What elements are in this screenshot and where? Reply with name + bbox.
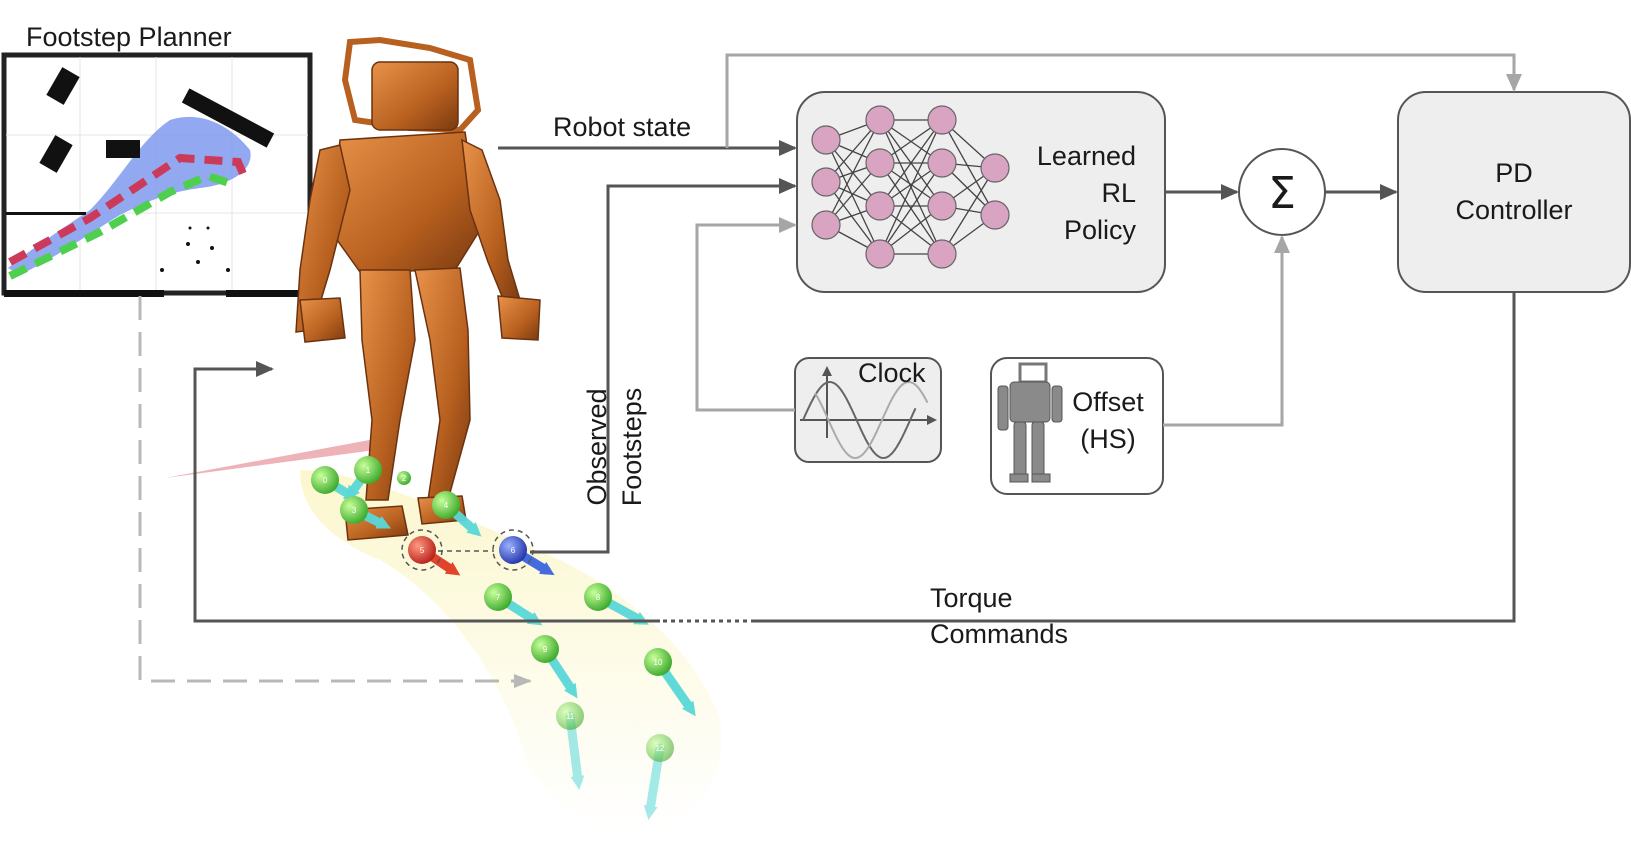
- offset-to-sum-arrow: [1163, 235, 1290, 427]
- nn-neuron-2-0: [927, 105, 957, 135]
- policy-label: Learned RL Policy: [1026, 138, 1136, 249]
- robot-torso: [329, 131, 481, 273]
- observed-line1: Observed: [582, 388, 612, 506]
- footstep-number-8: 8: [596, 593, 601, 602]
- footstep-number-5: 5: [420, 546, 425, 555]
- signal-edges: [138, 53, 1522, 688]
- footstep-marker-0: [311, 466, 339, 494]
- footstep-number-6: 6: [511, 546, 516, 555]
- robot-state-label: Robot state: [553, 112, 692, 142]
- torque-commands-label: Torque Commands: [930, 580, 1068, 652]
- pd-label-line1: PD: [1495, 158, 1533, 188]
- nn-neuron-3-1: [980, 200, 1010, 230]
- planner-obstacles: [4, 67, 310, 297]
- footstep-number-10: 10: [654, 658, 663, 667]
- pd-label-line2: Controller: [1455, 195, 1573, 225]
- footstep-marker-5: [408, 536, 436, 564]
- footstep-marker-3: [340, 496, 368, 524]
- heading-ray: [165, 438, 390, 478]
- footstep-marker-11: [556, 702, 584, 730]
- nn-neuron-0-2: [811, 210, 841, 240]
- nn-neuron-2-1: [927, 148, 957, 178]
- robot-right-leg: [359, 269, 416, 501]
- footstep-marker-8: [584, 583, 612, 611]
- robot-left-leg: [414, 267, 471, 501]
- footstep-number-12: 12: [656, 744, 665, 753]
- observed-footsteps-label: Observed Footsteps: [578, 342, 652, 512]
- footstep-number-1: 1: [366, 466, 371, 475]
- robot-roll-cage: [341, 36, 482, 134]
- robot-head: [371, 61, 459, 131]
- nn-neuron-3-0: [980, 153, 1010, 183]
- policy-label-line3: Policy: [1063, 215, 1136, 245]
- nn-neuron-2-2: [927, 191, 957, 221]
- footstep-marker-9: [531, 635, 559, 663]
- offset-label-line1: Offset: [1072, 387, 1144, 417]
- footstep-trail: [165, 438, 722, 830]
- footstep-marker-4: [432, 491, 460, 519]
- nn-neuron-1-0: [865, 105, 895, 135]
- clock-label: Clock: [858, 358, 926, 388]
- footstep-number-7: 7: [496, 593, 501, 602]
- robot-right-hand: [299, 297, 346, 343]
- nn-neuron-2-3: [927, 239, 957, 269]
- planned-path-green: [8, 171, 234, 280]
- policy-label-line1: Learned: [1036, 141, 1136, 171]
- footstep-marker-1: [354, 456, 382, 484]
- observed-line2: Footsteps: [617, 387, 647, 507]
- offset-label-line2: (HS): [1080, 424, 1136, 454]
- nn-neuron-1-3: [865, 239, 895, 269]
- footstep-planner-map: [1, 52, 313, 297]
- footstep-marker-2: [397, 471, 411, 485]
- footstep-number-2: 2: [402, 474, 407, 483]
- nn-neuron-0-1: [811, 167, 841, 197]
- offset-label: Offset (HS): [1056, 384, 1160, 458]
- footstep-number-9: 9: [543, 645, 548, 654]
- nn-neuron-1-1: [865, 148, 895, 178]
- torque-line1: Torque: [930, 583, 1013, 613]
- footstep-marker-12: [646, 734, 674, 762]
- footstep-marker-10: [644, 648, 672, 676]
- neural-network-icon: [811, 105, 1010, 269]
- clock-sine-icon: [800, 366, 937, 460]
- footstep-number-4: 4: [444, 501, 449, 510]
- nn-neuron-1-2: [865, 191, 895, 221]
- planner-title: Footstep Planner: [26, 22, 232, 52]
- footstep-marker-7: [484, 583, 512, 611]
- clock-arrow: [695, 217, 797, 412]
- policy-label-line2: RL: [1101, 178, 1136, 208]
- nn-neuron-0-0: [811, 125, 841, 155]
- torque-arrow-solid: [755, 292, 1516, 623]
- state-to-pd-arrow: [725, 53, 1522, 148]
- torque-arrow-to-robot: [193, 361, 660, 623]
- sum-symbol: Σ: [1268, 168, 1296, 219]
- planned-path-red: [8, 153, 248, 266]
- torque-line2: Commands: [930, 619, 1069, 649]
- footstep-number-0: 0: [323, 476, 328, 485]
- robot-left-hand: [497, 295, 541, 341]
- footstep-ring-5: [401, 529, 443, 571]
- footstep-number-11: 11: [566, 712, 575, 721]
- offset-robot-thumbnail: [997, 362, 1063, 483]
- planner-to-footsteps-arrow: [138, 296, 532, 688]
- footstep-trail-glow: [300, 470, 722, 830]
- footstep-marker-6: [499, 536, 527, 564]
- footstep-number-3: 3: [352, 506, 357, 515]
- pd-controller-label: PD Controller: [1398, 155, 1630, 229]
- humanoid-robot: [295, 36, 541, 541]
- observed-footsteps-arrow: [530, 178, 797, 554]
- footstep-ring-6: [492, 529, 534, 571]
